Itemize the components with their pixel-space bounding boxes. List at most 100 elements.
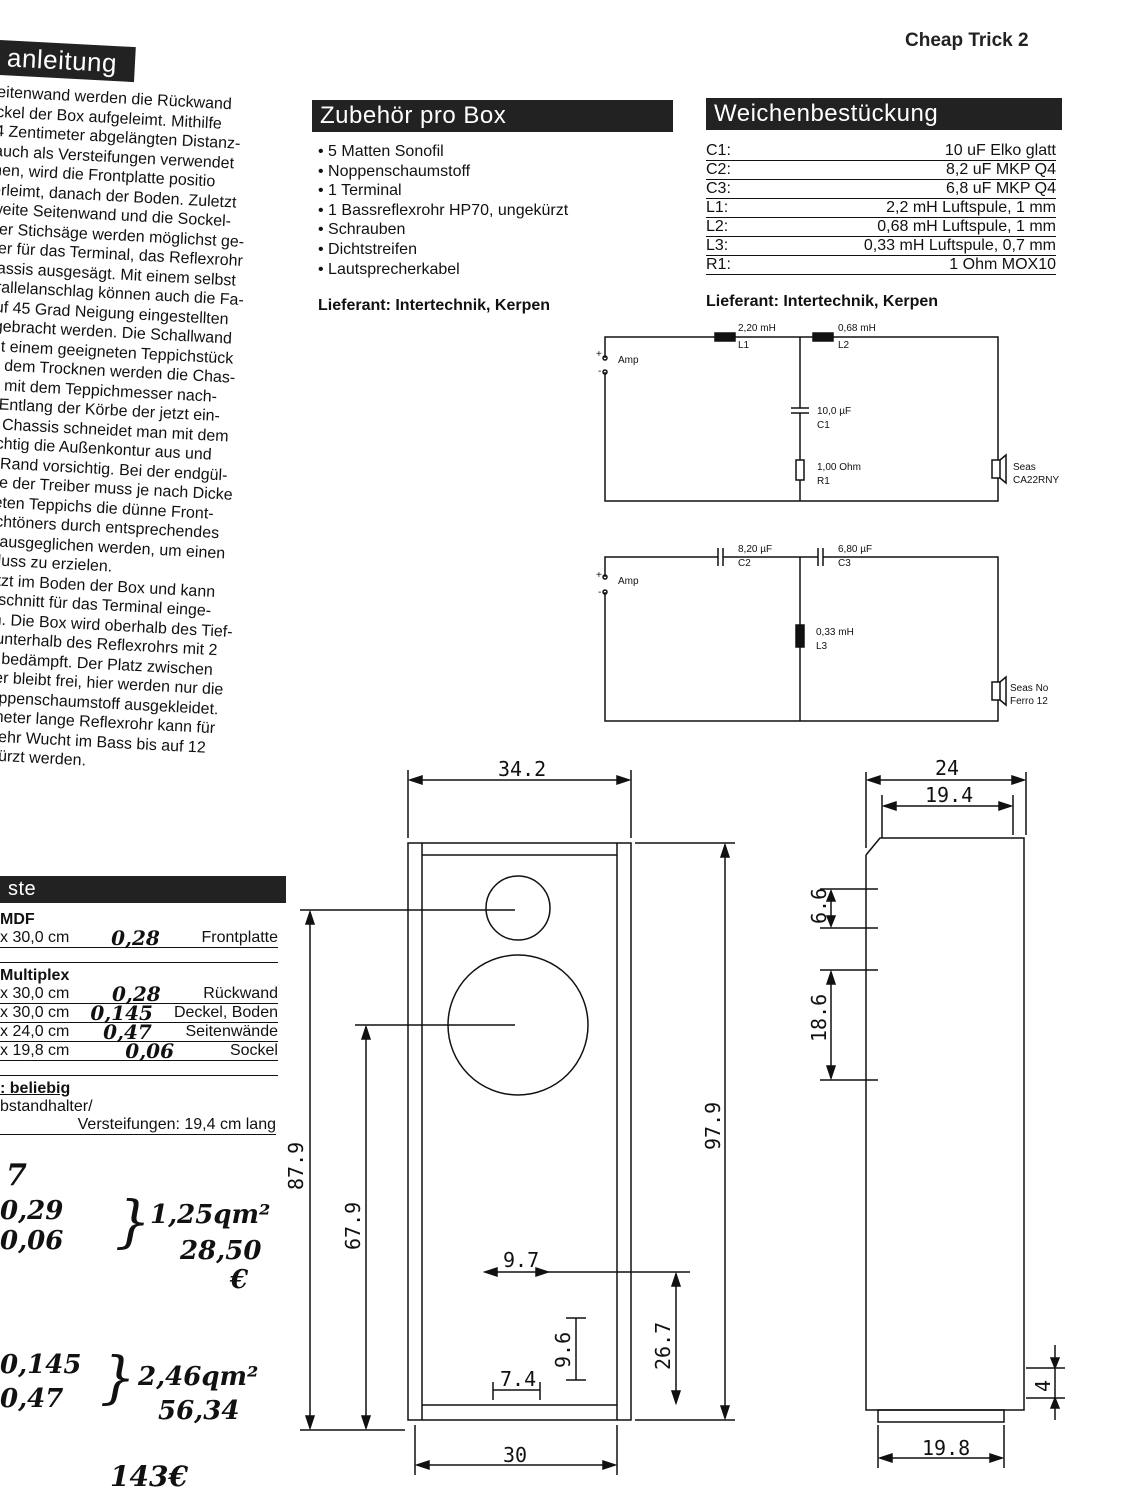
dim-front-bottom: 30 [503,1443,527,1467]
crossover-component-value: 2,2 mH Luftspule, 1 mm [886,199,1056,216]
parts-name: Seitenwände [185,1023,278,1040]
parts-row: x 19,8 cm 0,06 Sockel [0,1039,278,1063]
parts-dimension: x 30,0 cm [0,929,70,946]
crossover-row: C1:10 uF Elko glatt [706,142,1056,161]
hand-note-6: € [230,1265,249,1295]
crossover-component-value: 1 Ohm MOX10 [949,256,1056,273]
crossover-header: Weichenbestückung [706,98,1062,130]
sch1-r1-value: 1,00 Ohm [817,462,861,473]
dim-side-width: 24 [935,756,959,780]
misc-line1: bstandhalter/ [0,1098,93,1115]
dim-side-tweeter: 6.6 [807,888,831,924]
sch2-amp-label: Amp [618,576,639,587]
hand-note-7: 0,145 [0,1350,82,1380]
hand-note-8: 0,47 [0,1384,64,1414]
parts-row: x 30,0 cm 0,145 Deckel, Boden [0,1001,278,1025]
hand-note-5: 28,50 [180,1236,262,1266]
sch2-plus: + [596,570,602,581]
crossover-component-id: L3: [706,237,729,254]
parts-hand-area: 0,28 [111,926,160,950]
parts-dimension: x 19,8 cm [0,1042,70,1059]
crossover-supplier: Lieferant: Intertechnik, Kerpen [706,293,939,310]
sch2-minus: - [598,587,601,598]
sch1-l2-value: 0,68 mH [838,323,876,334]
sch1-amp-label: Amp [618,355,639,366]
parts-name: Deckel, Boden [173,1004,278,1021]
schematic-1 [602,332,1007,502]
hand-note-1: 7 [6,1158,27,1193]
accessories-section: Zubehör pro Box 5 Matten SonofilNoppensc… [312,100,673,315]
parts-dimension: x 24,0 cm [0,1023,70,1040]
accessory-item: Lautsprecherkabel [318,260,672,280]
sch2-c3-label: C3 [838,558,851,569]
dim-side-base-width: 19.8 [922,1436,970,1460]
mdf-title: MDF [0,911,35,928]
sch1-r1-label: R1 [817,476,830,487]
crossover-component-id: L2: [706,218,729,235]
parts-hand-area: 0,06 [125,1039,175,1063]
parts-dimension: x 30,0 cm [0,985,70,1002]
crossover-component-value: 8,2 uF MKP Q4 [946,161,1056,178]
parts-hand-area: 0,47 [103,1020,152,1044]
parts-name: Frontplatte [201,929,278,946]
sch1-speaker-1: Seas [1013,462,1036,473]
hand-note-4: 1,25qm² [150,1200,271,1230]
accessory-item: 5 Matten Sonofil [318,142,672,162]
sch1-l1-label: L1 [738,340,750,351]
dim-port-height: 9.6 [551,1332,575,1368]
crossover-component-value: 0,68 mH Luftspule, 1 mm [877,218,1056,235]
sch2-c2-value: 8,20 µF [738,544,772,555]
parts-name: Sockel [229,1042,278,1059]
crossover-component-value: 10 uF Elko glatt [944,142,1056,159]
sch1-minus: - [598,366,601,377]
crossover-component-id: C2: [706,161,731,178]
parts-list: ste MDF x 30,0 cm 0,28 Frontplatte Multipl… [0,876,286,1135]
crossover-row: R1: 1 Ohm MOX10 [706,256,1056,275]
parts-list-header: ste [0,876,286,903]
parts-row: x 30,0 cm 0,28 Frontplatte [0,926,278,950]
dim-front-width: 34.2 [498,757,546,781]
dim-woofer-height: 67.9 [341,1202,365,1250]
accessories-supplier: Lieferant: Intertechnik, Kerpen [318,297,551,315]
side-view-drawing [820,772,1065,1468]
hand-brace-1: } [115,1190,151,1255]
sch1-c1-value: 10,0 µF [817,406,851,417]
sch2-l3-label: L3 [816,641,828,652]
dim-port-elevation: 26.7 [651,1322,675,1370]
hand-note-11: 143€ [110,1460,188,1493]
dim-side-woofer: 18.6 [807,994,831,1042]
front-view-drawing [300,770,735,1475]
accessory-item: Schrauben [318,220,672,240]
crossover-component-id: C3: [706,180,731,197]
dim-total-height: 97.9 [701,1102,725,1150]
parts-hand-area: 0,28 [111,982,161,1006]
accessory-item: Noppenschaumstoff [318,162,672,182]
accessory-item: Dichtstreifen [318,240,672,260]
crossover-component-id: L1: [706,199,729,216]
misc-line2: Versteifungen: 19,4 cm lang [0,1116,276,1135]
crossover-component-value: 0,33 mH Luftspule, 0,7 mm [863,237,1056,254]
sch1-speaker-2: CA22RNY [1013,475,1059,486]
crossover-row: C3:6,8 uF MKP Q4 [706,180,1056,199]
crossover-row: C2: 8,2 uF MKP Q4 [706,161,1056,180]
hand-note-9: 2,46qm² [138,1362,259,1392]
crossover-component-id: R1: [706,256,731,273]
hand-note-2: 0,29 [0,1196,64,1226]
parts-dimension: x 30,0 cm [0,1004,70,1021]
accessories-header: Zubehör pro Box [312,100,673,132]
schematic-2 [602,548,1007,722]
multiplex-title: Multiplex [0,967,70,984]
hand-brace-2: } [100,1346,136,1411]
parts-hand-area: 0,145 [90,1001,153,1025]
sch2-c3-value: 6,80 µF [838,544,872,555]
accessory-item: 1 Terminal [318,181,672,201]
dim-side-inner: 19.4 [925,783,973,807]
crossover-row: L3: 0,33 mH Luftspule, 0,7 mm [706,237,1056,256]
dim-port-offset: 9.7 [503,1248,539,1272]
parts-row: x 24,0 cm 0,47 Seitenwände [0,1020,278,1044]
sch1-l1-value: 2,20 mH [738,323,776,334]
sch2-c2-label: C2 [738,558,751,569]
